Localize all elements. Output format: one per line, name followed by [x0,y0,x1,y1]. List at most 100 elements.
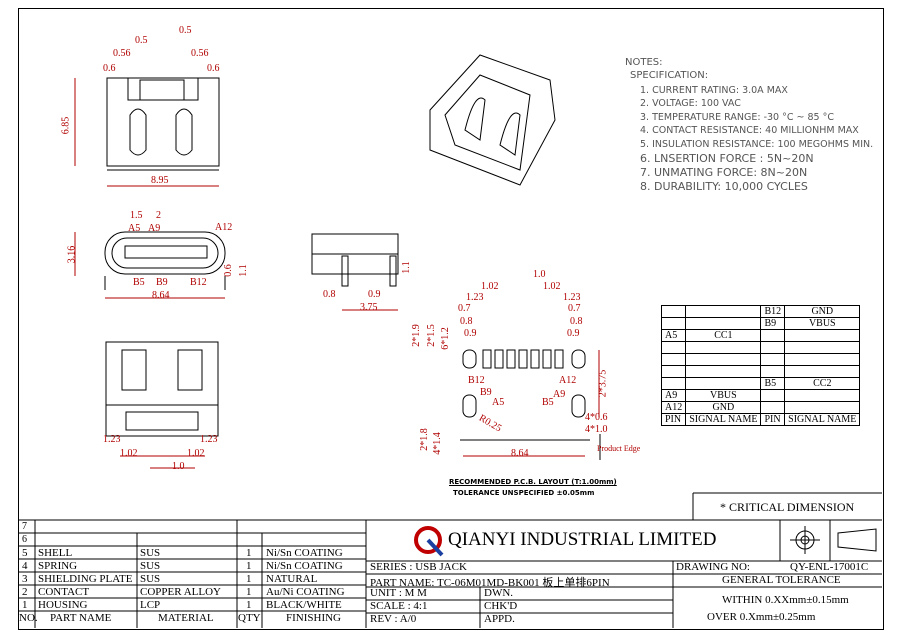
dim-top-3: 0.56 [191,48,209,59]
dim-side-3: 1.1 [400,261,412,274]
dim-top-1: 0.5 [179,25,192,36]
dim-front-8: 3.16 [66,245,78,264]
bom-row-7-no: 7 [22,521,27,532]
dim-front-4: A12 [215,222,233,233]
drawing-no-label: DRAWING NO: [676,561,750,573]
dim-pcb-24: 4*1.4 [431,432,443,455]
bom-5-no: 5 [22,547,28,559]
dim-pcb-10: 2*1.9 [410,324,422,347]
dim-pcb-7: 0.8 [570,316,583,327]
tolerance-over: OVER 0.Xmm±0.25mm [707,611,816,623]
bom-5-part: SHELL [38,547,73,559]
dim-pcb-21: 4*0.6 [585,412,608,423]
dim-pcb-16: A12 [559,375,577,386]
dim-top-5: 0.6 [207,63,220,74]
dim-pcb-5: 0.7 [568,303,581,314]
bottom-view-body [105,341,219,437]
bom-4-part: SPRING [38,560,78,572]
dim-pcb-17: B5 [542,397,554,408]
general-tolerance: GENERAL TOLERANCE [722,574,841,586]
unit: UNIT : M M [370,587,427,599]
company-name: QIANYI INDUSTRIAL LIMITED [448,529,717,550]
bom-header-no: NO. [19,612,38,624]
bom-row-6-no: 6 [22,534,27,545]
rev: REV : A/0 [370,613,417,625]
bom-header-part: PART NAME [50,612,112,624]
bom-1-material: LCP [140,599,161,611]
notes-spec: SPECIFICATION: [630,70,709,81]
dim-bottom-4: 1.0 [172,461,185,472]
dim-bottom-0: 1.23 [103,434,121,445]
drawing-border [18,8,884,630]
drawing-no: QY-ENL-17001C [790,561,869,573]
bom-2-part: CONTACT [38,586,90,598]
dim-pcb-18: A9 [553,389,566,400]
note-1: 1. CURRENT RATING: 3.0A MAX [640,85,788,96]
note-8: 8. DURABILITY: 10,000 CYCLES [640,180,808,193]
dim-pcb-3: 1.23 [563,292,581,303]
pcb-caption-tolerance: TOLERANCE UNSPECIFIED ±0.05mm [453,489,595,497]
dim-bottom-1: 1.23 [200,434,218,445]
dim-pcb-13: B12 [468,375,485,386]
bom-2-no: 2 [22,586,28,598]
bom-1-no: 1 [22,599,28,611]
dim-front-7: B12 [190,277,207,288]
dim-front-5: B5 [133,277,145,288]
dim-top-7: 8.95 [151,175,169,186]
dim-pcb-4: 0.7 [458,303,471,314]
dim-bottom-2: 1.02 [120,448,138,459]
bom-3-no: 3 [22,573,28,585]
bom-2-finish: Au/Ni COATING [266,586,345,598]
dim-top-4: 0.6 [103,63,116,74]
bom-3-part: SHIELDING PLATE [38,573,133,585]
dim-pcb-8: 0.9 [464,328,477,339]
dim-pcb-14: B9 [480,387,492,398]
dim-pcb-0: 1.0 [533,269,546,280]
dim-pcb-1: 1.02 [481,281,499,292]
dim-pcb-26: Product Edge [597,444,641,453]
note-6: 6. LNSERTION FORCE : 5N~20N [640,152,814,165]
bom-header-material: MATERIAL [158,612,214,624]
bom-4-no: 4 [22,560,28,572]
bom-5-material: SUS [140,547,161,559]
tolerance-within: WITHIN 0.XXmm±0.15mm [722,594,849,606]
top-view-body [106,77,220,167]
dim-pcb-25: 8.64 [511,448,529,459]
scale: SCALE : 4:1 [370,600,428,612]
bom-3-material: SUS [140,573,161,585]
dim-front-0: 1.5 [130,210,143,221]
dim-pcb-22: 4*1.0 [585,424,608,435]
critical-dimension-note: * CRITICAL DIMENSION [720,500,855,514]
bom-4-finish: Ni/Sn COATING [266,560,343,572]
bom-3-finish: NATURAL [266,573,318,585]
iso-view-outline [429,54,556,186]
dim-pcb-19: 2*3.75 [597,369,609,398]
bom-1-part: HOUSING [38,599,88,611]
dim-pcb-2: 1.23 [466,292,484,303]
bom-header-finish: FINISHING [286,612,341,624]
chkd: CHK'D [484,600,518,612]
note-7: 7. UNMATING FORCE: 8N~20N [640,166,808,179]
bom-5-finish: Ni/Sn COATING [266,547,343,559]
dim-front-11: 1.1 [237,264,249,277]
note-3: 3. TEMPERATURE RANGE: -30 °C ~ 85 °C [640,112,834,123]
dim-pcb-6: 0.8 [460,316,473,327]
note-4: 4. CONTACT RESISTANCE: 40 MILLIONHM MAX [640,125,859,136]
dim-pcb-1b: 1.02 [543,281,561,292]
bom-header-qty: QTY [238,612,261,624]
note-2: 2. VOLTAGE: 100 VAC [640,98,741,109]
part-name: PART NAME: TC-06M01MD-BK001 板上单排6PIN [370,577,610,589]
front-view-shell [104,231,226,275]
dim-side-1: 0.9 [368,289,381,300]
bom-1-finish: BLACK/WHITE [266,599,342,611]
dim-pcb-12: 6*1.2 [439,327,451,350]
series: SERIES : USB JACK [370,561,467,573]
bom-2-material: COPPER ALLOY [140,586,221,598]
bom-5-qty: 1 [246,547,252,559]
dim-top-2: 0.56 [113,48,131,59]
dim-pcb-9: 0.9 [567,328,580,339]
bom-4-qty: 1 [246,560,252,572]
dim-pcb-23: 2*1.8 [418,428,430,451]
notes-title: NOTES: [625,57,663,68]
